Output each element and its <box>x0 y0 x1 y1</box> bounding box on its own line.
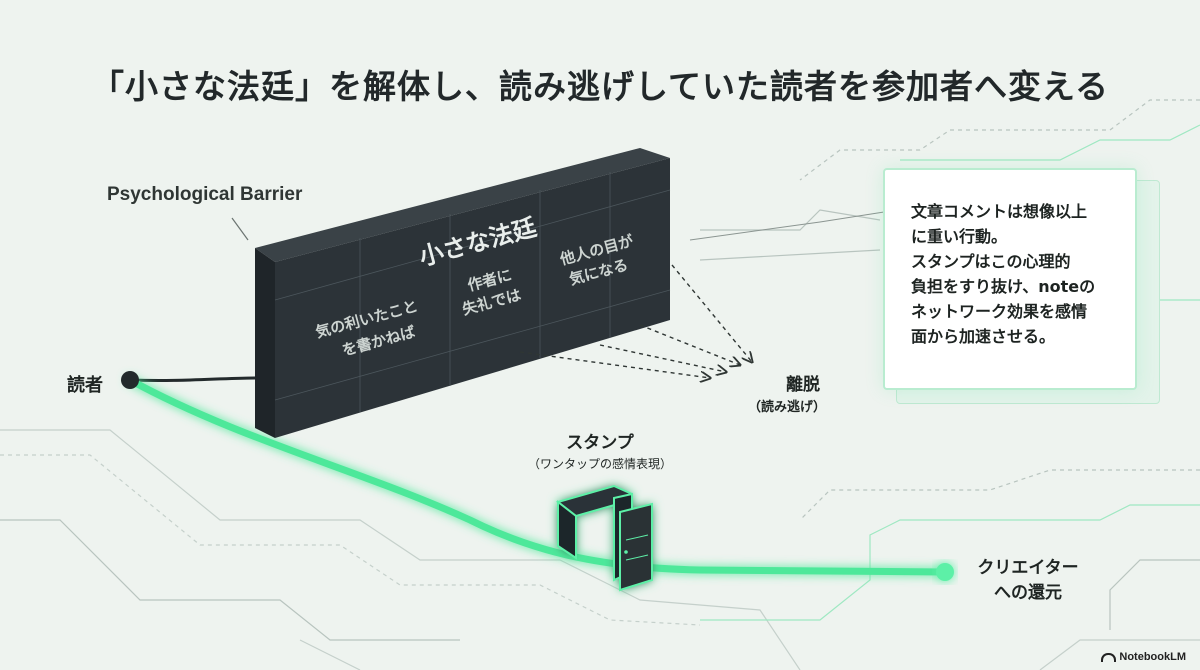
note-connector <box>689 211 885 241</box>
note-line: ネットワーク効果を感情 <box>911 302 1088 321</box>
creator-label: クリエイター への還元 <box>958 556 1098 606</box>
note-line: に重い行動。 <box>911 227 1008 246</box>
background-traces <box>0 99 1200 670</box>
exit-label: 離脱 <box>786 375 820 395</box>
note-card: 文章コメントは想像以上 に重い行動。 スタンプはこの心理的 負担をすり抜け、no… <box>883 168 1137 390</box>
stamp-sublabel: （ワンタップの感情表現） <box>527 457 672 471</box>
creator-label-line-1: クリエイター <box>977 558 1079 578</box>
barrier-pointer-line <box>231 217 249 241</box>
reader-node <box>121 371 139 389</box>
watermark-text: NotebookLM <box>1119 651 1186 663</box>
exit-arrows <box>519 264 752 378</box>
notebooklm-logo-icon <box>1101 652 1117 662</box>
exit-sublabel: （読み逃げ） <box>747 400 826 415</box>
barrier-wall <box>255 148 671 438</box>
note-line: 負担をすり抜け、noteの <box>911 277 1096 296</box>
note-line: スタンプはこの心理的 <box>911 252 1071 271</box>
stamp-door-icon <box>555 484 653 592</box>
reader-to-wall-line <box>129 376 259 383</box>
stamp-label: スタンプ <box>566 433 634 453</box>
reader-label: 読者 <box>67 375 103 396</box>
barrier-label: Psychological Barrier <box>107 184 303 205</box>
note-line: 面から加速させる。 <box>911 327 1056 346</box>
watermark: NotebookLM <box>1101 651 1186 663</box>
creator-label-line-2: への還元 <box>994 583 1062 603</box>
page-title: 「小さな法廷」を解体し、読み逃げしていた読者を参加者へ変える <box>90 67 1110 106</box>
creator-node <box>936 563 954 581</box>
note-line: 文章コメントは想像以上 <box>911 202 1088 221</box>
